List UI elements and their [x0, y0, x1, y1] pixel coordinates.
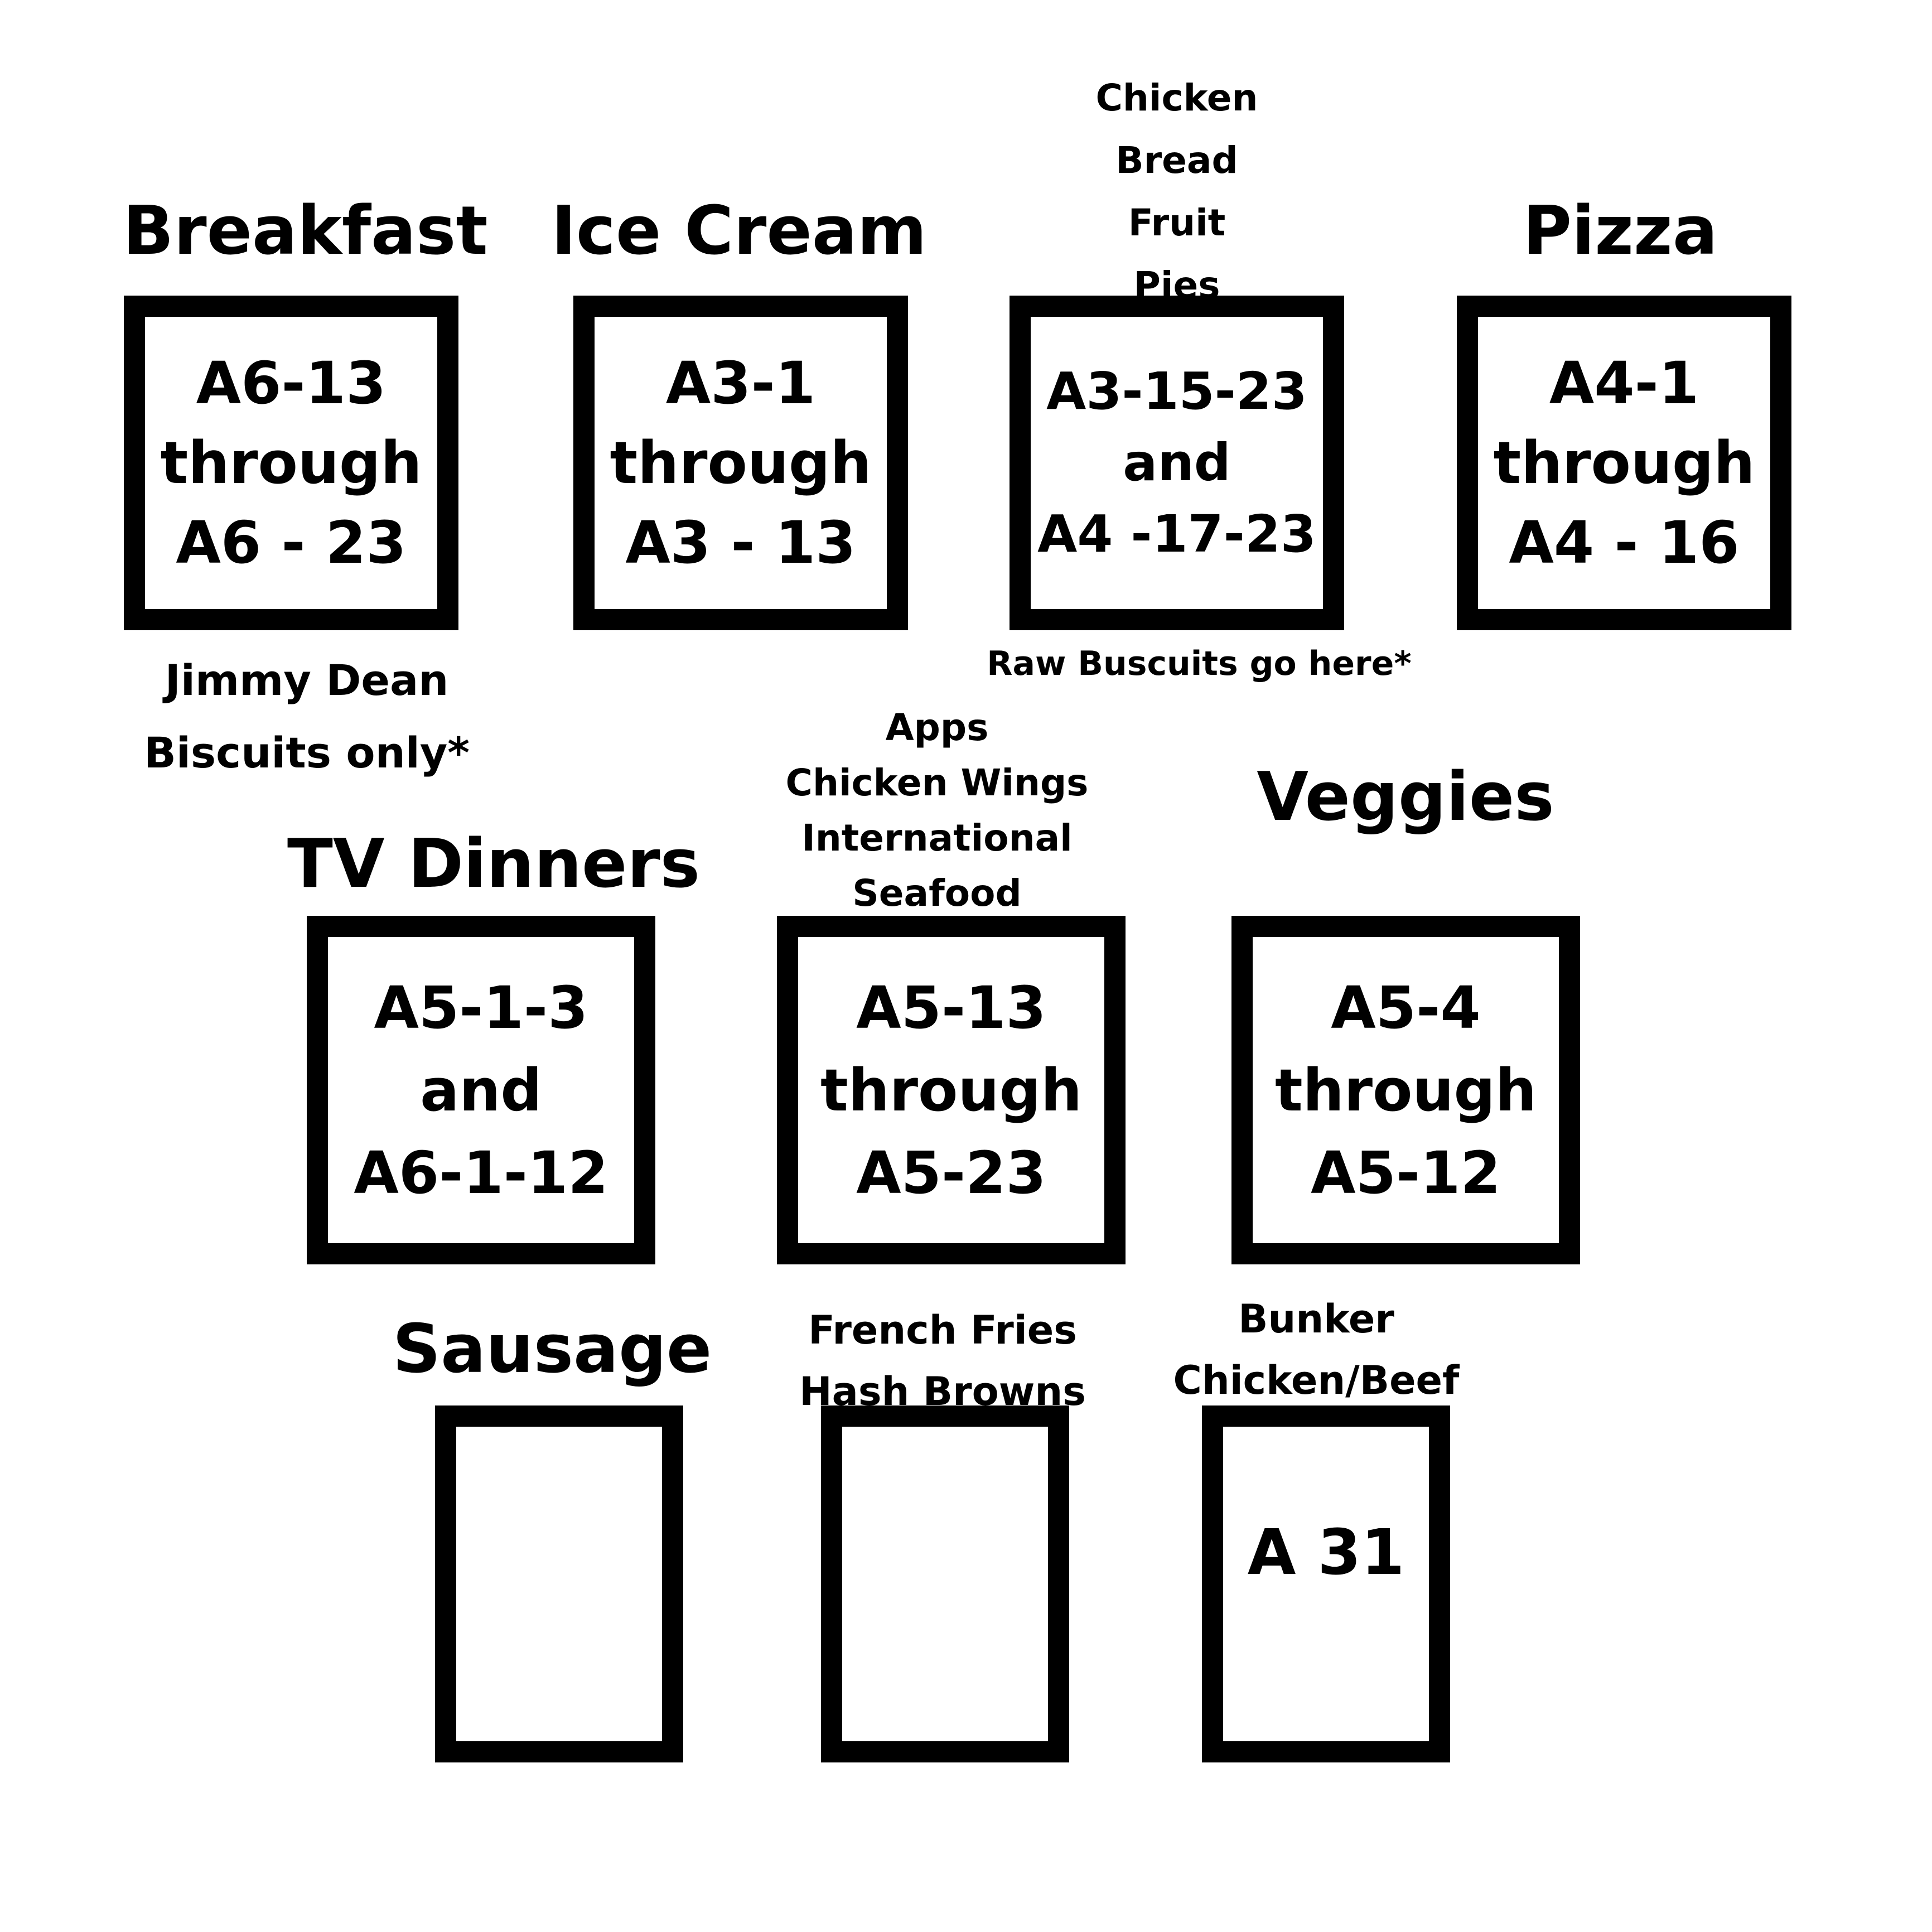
tv-dinners-range-connector: and	[420, 1056, 542, 1124]
raw-biscuits-note: Raw Buscuits go here*	[987, 644, 1412, 683]
veggies-range-connector: through	[1274, 1056, 1537, 1124]
chicken-bread-title-line-2: Bread	[1115, 139, 1238, 182]
tv-dinners-box: A5-1-3 and A6-1-12	[307, 916, 655, 1264]
veggies-range-start: A5-4	[1331, 973, 1481, 1042]
bunker-title-line-1: Bunker	[1238, 1296, 1394, 1342]
breakfast-note-line-2: Biscuits only*	[143, 728, 470, 777]
apps-range-connector: through	[820, 1056, 1082, 1124]
chicken-bread-range-end: A4 -17-23	[1037, 504, 1316, 564]
bunker-title-line-2: Chicken/Beef	[1173, 1358, 1460, 1403]
tv-dinners-range-start: A5-1-3	[374, 973, 588, 1042]
veggies-box: A5-4 through A5-12	[1231, 916, 1580, 1264]
pizza-range-connector: through	[1493, 428, 1755, 497]
tv-dinners-range-end: A6-1-12	[354, 1138, 608, 1207]
ice-cream-title: Ice Cream	[551, 192, 927, 270]
fries-box	[821, 1405, 1069, 1762]
chicken-bread-title-line-1: Chicken	[1095, 76, 1258, 119]
chicken-bread-box: A3-15-23 and A4 -17-23	[1010, 296, 1344, 630]
sausage-title: Sausage	[392, 1311, 712, 1388]
tv-dinners-title: TV Dinners	[287, 825, 701, 903]
pizza-title: Pizza	[1523, 192, 1718, 270]
fries-title-line-1: French Fries	[808, 1307, 1077, 1353]
breakfast-note-line-1: Jimmy Dean	[165, 655, 449, 705]
veggies-range-end: A5-12	[1311, 1138, 1501, 1207]
pizza-range-start: A4-1	[1549, 349, 1699, 417]
apps-wings-international-seafood-title: Apps Chicken Wings International Seafood	[742, 700, 1132, 921]
pizza-range-end: A4 - 16	[1509, 508, 1740, 577]
veggies-title: Veggies	[1257, 759, 1554, 836]
chicken-bread-range-start: A3-15-23	[1046, 361, 1307, 421]
sausage-box	[435, 1405, 683, 1762]
apps-title-line-4: Seafood	[852, 872, 1022, 915]
breakfast-title: Breakfast	[123, 192, 488, 270]
apps-box: A5-13 through A5-23	[777, 916, 1126, 1264]
ice-cream-range-end: A3 - 13	[625, 508, 856, 577]
bunker-location: A 31	[1247, 1516, 1405, 1589]
breakfast-box: A6-13 through A6 - 23	[124, 296, 458, 630]
ice-cream-range-start: A3-1	[665, 349, 816, 417]
apps-range-end: A5-23	[856, 1138, 1046, 1207]
chicken-bread-fruit-pies-title: Chicken Bread Fruit Pies	[1037, 67, 1316, 317]
pizza-box: A4-1 through A4 - 16	[1457, 296, 1791, 630]
chicken-bread-range-connector: and	[1123, 433, 1231, 492]
apps-title-line-2: Chicken Wings	[785, 761, 1089, 804]
bunker-chicken-beef-title: Bunker Chicken/Beef	[1138, 1288, 1495, 1411]
apps-title-line-1: Apps	[885, 706, 989, 749]
ice-cream-box: A3-1 through A3 - 13	[573, 296, 908, 630]
breakfast-range-end: A6 - 23	[176, 508, 407, 577]
breakfast-note: Jimmy Dean Biscuits only*	[100, 644, 513, 789]
chicken-bread-title-line-3: Fruit	[1128, 201, 1226, 244]
apps-range-start: A5-13	[856, 973, 1046, 1042]
bunker-box: A 31	[1202, 1405, 1450, 1762]
breakfast-range-start: A6-13	[196, 349, 387, 417]
ice-cream-range-connector: through	[610, 428, 872, 497]
apps-title-line-3: International	[801, 817, 1073, 859]
fries-hash-browns-title: French Fries Hash Browns	[770, 1300, 1115, 1422]
breakfast-range-connector: through	[160, 428, 422, 497]
